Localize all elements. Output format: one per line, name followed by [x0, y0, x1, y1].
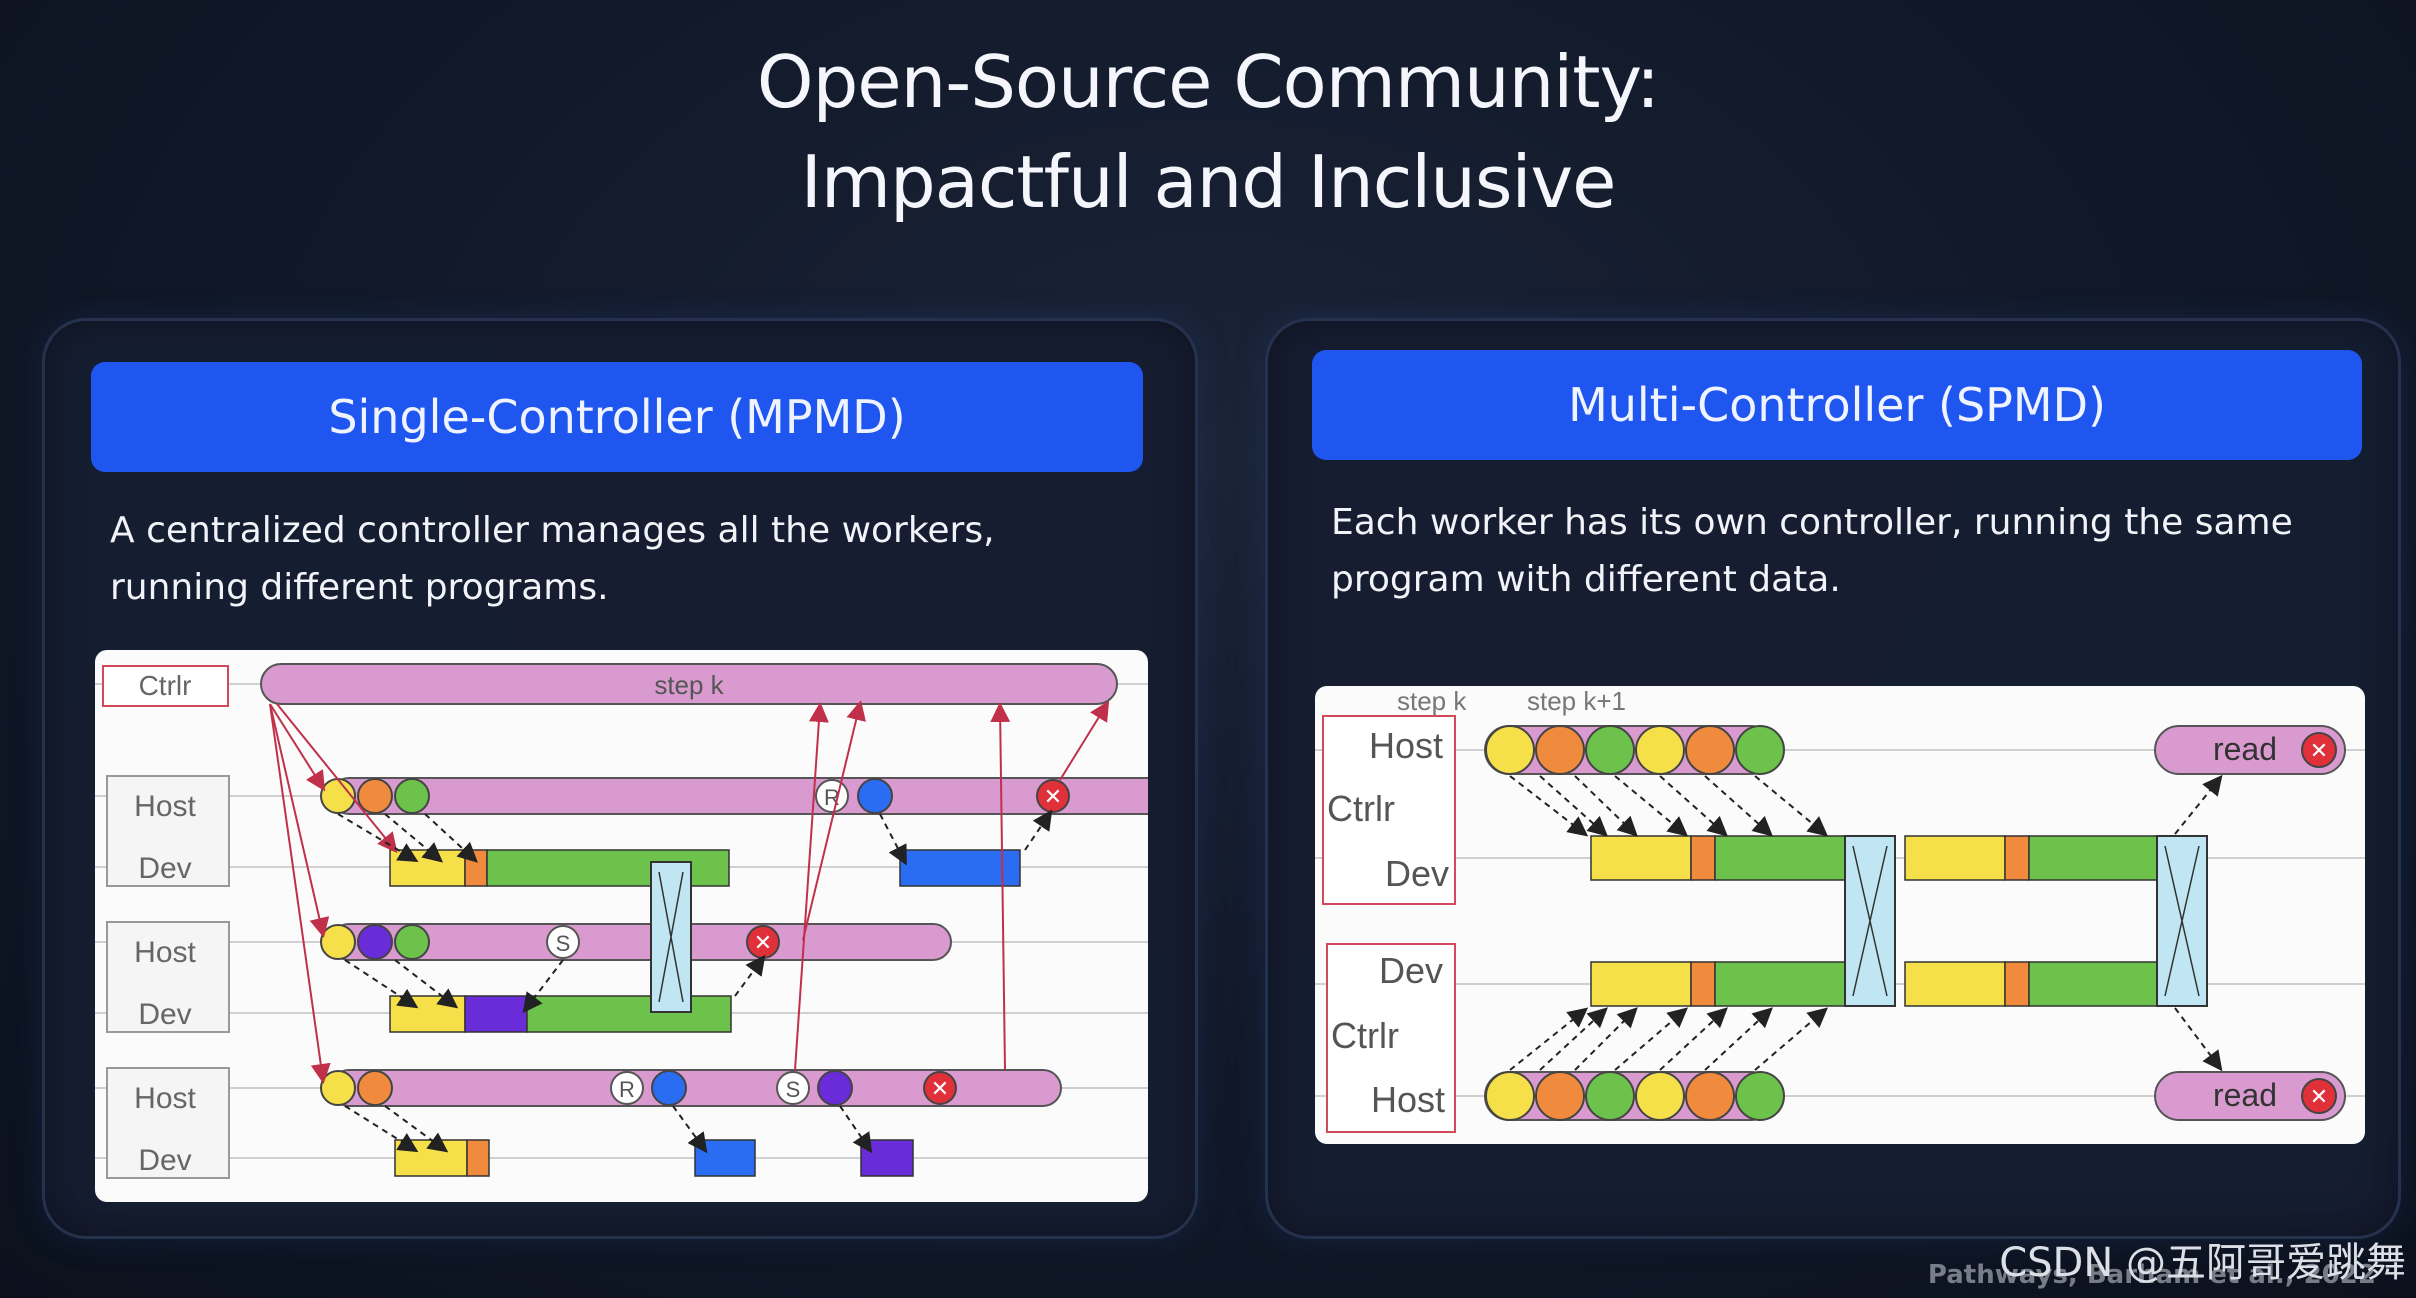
single-controller-header: Single-Controller (MPMD) [91, 362, 1143, 472]
ctrl-label-box [102, 665, 229, 707]
ctrl-label: Ctrlr [139, 670, 192, 701]
slide-title-line2: Impactful and Inclusive [800, 140, 1617, 224]
svg-text:✕: ✕ [754, 930, 772, 955]
row-label-dev: Dev [138, 998, 191, 1031]
svg-text:R: R [619, 1077, 635, 1102]
step-k-label: step k [1397, 686, 1467, 716]
svg-text:✕: ✕ [931, 1076, 949, 1101]
svg-text:✕: ✕ [2310, 738, 2328, 763]
multi-controller-diagram: step k step k+1 Host Ctrlr Dev Dev Ctrlr… [1315, 686, 2365, 1144]
worker1-label-box [1322, 715, 1456, 905]
read-bar [2154, 725, 2346, 775]
worker3-labels: Host Dev [106, 1067, 230, 1179]
dependency-arrows [337, 809, 1053, 1154]
citation: Pathways, Barham et al., 2022 [1927, 1260, 2376, 1290]
row-label-ctrlr: Ctrlr [1331, 1015, 1399, 1056]
worker2-labels: Host Dev [106, 921, 230, 1033]
read-label: read [2213, 1077, 2277, 1113]
slide-title-line1: Open-Source Community: [756, 40, 1660, 124]
row-label-host: Host [134, 1082, 196, 1115]
worker2-label-box [1326, 943, 1456, 1133]
send-marker [776, 1071, 810, 1105]
svg-text:S: S [556, 931, 571, 956]
step-k1-label: step k+1 [1527, 686, 1626, 716]
row-label-dev: Dev [1379, 950, 1443, 991]
worker1-labels: Host Dev [106, 775, 230, 887]
dependency-arrows [1509, 774, 2223, 1072]
w1-host-bar [330, 777, 1148, 815]
watermark: CSDN @五阿哥爱跳舞 [1999, 1240, 2406, 1286]
read-bar [2154, 1071, 2346, 1121]
row-label-dev: Dev [138, 1144, 191, 1177]
svg-text:✕: ✕ [1044, 784, 1062, 809]
error-icon [1036, 779, 1070, 813]
error-icon [2301, 1078, 2337, 1114]
row-label-host: Host [1369, 725, 1443, 766]
single-controller-diagram: Ctrlr step k Host Dev Host Dev Host Dev … [95, 650, 1148, 1202]
error-icon [923, 1071, 957, 1105]
receive-marker [610, 1071, 644, 1105]
error-icon [2301, 732, 2337, 768]
svg-text:✕: ✕ [2310, 1084, 2328, 1109]
svg-text:S: S [786, 1077, 801, 1102]
row-label-host: Host [134, 936, 196, 969]
single-controller-description: A centralized controller manages all the… [110, 510, 995, 608]
row-label-ctrlr: Ctrlr [1327, 788, 1395, 829]
ctrl-dispatch-arrows [269, 700, 1110, 1084]
row-label-host: Host [1371, 1079, 1445, 1120]
row-label-host: Host [134, 790, 196, 823]
ctrl-step-label: step k [654, 670, 724, 700]
row-label-dev: Dev [1385, 853, 1449, 894]
send-marker [546, 925, 580, 959]
row-label-dev: Dev [138, 852, 191, 885]
ctrl-step-bar [260, 663, 1118, 705]
multi-controller-description: Each worker has its own controller, runn… [1331, 502, 2293, 600]
read-label: read [2213, 731, 2277, 767]
multi-controller-header: Multi-Controller (SPMD) [1312, 350, 2362, 460]
